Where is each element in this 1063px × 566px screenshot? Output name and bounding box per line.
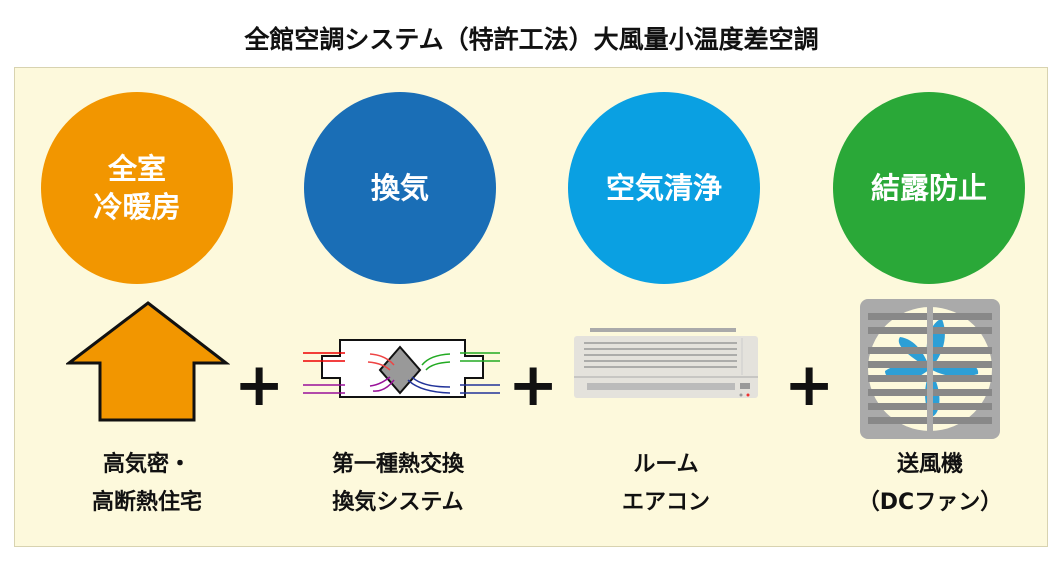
room-air-conditioner-icon	[574, 328, 758, 398]
page-title: 全館空調システム（特許工法）大風量小温度差空調	[244, 25, 819, 54]
label-room-air-conditioner: ルーム エアコン	[621, 452, 710, 515]
label-insulated-house: 高気密・ 高断熱住宅	[91, 452, 202, 515]
feature-circle-ventilation: 換気	[304, 92, 496, 284]
feature-circle-condensation-prevention: 結露防止	[833, 92, 1025, 284]
label-dc-fan: 送風機 （DCファン）	[857, 452, 1003, 515]
plus-sign-1: +	[234, 350, 285, 420]
feature-circle-heating-cooling: 全室 冷暖房	[41, 92, 233, 284]
plus-sign-3: +	[784, 350, 835, 420]
label-heat-exchange-ventilation: 第一種熱交換 換気システム	[331, 452, 464, 515]
house-arrow-icon	[66, 301, 230, 422]
dc-fan-icon	[860, 299, 1000, 439]
feature-circle-air-purification: 空気清浄	[568, 92, 760, 284]
plus-sign-2: +	[508, 350, 559, 420]
heat-exchanger-icon	[303, 339, 500, 398]
